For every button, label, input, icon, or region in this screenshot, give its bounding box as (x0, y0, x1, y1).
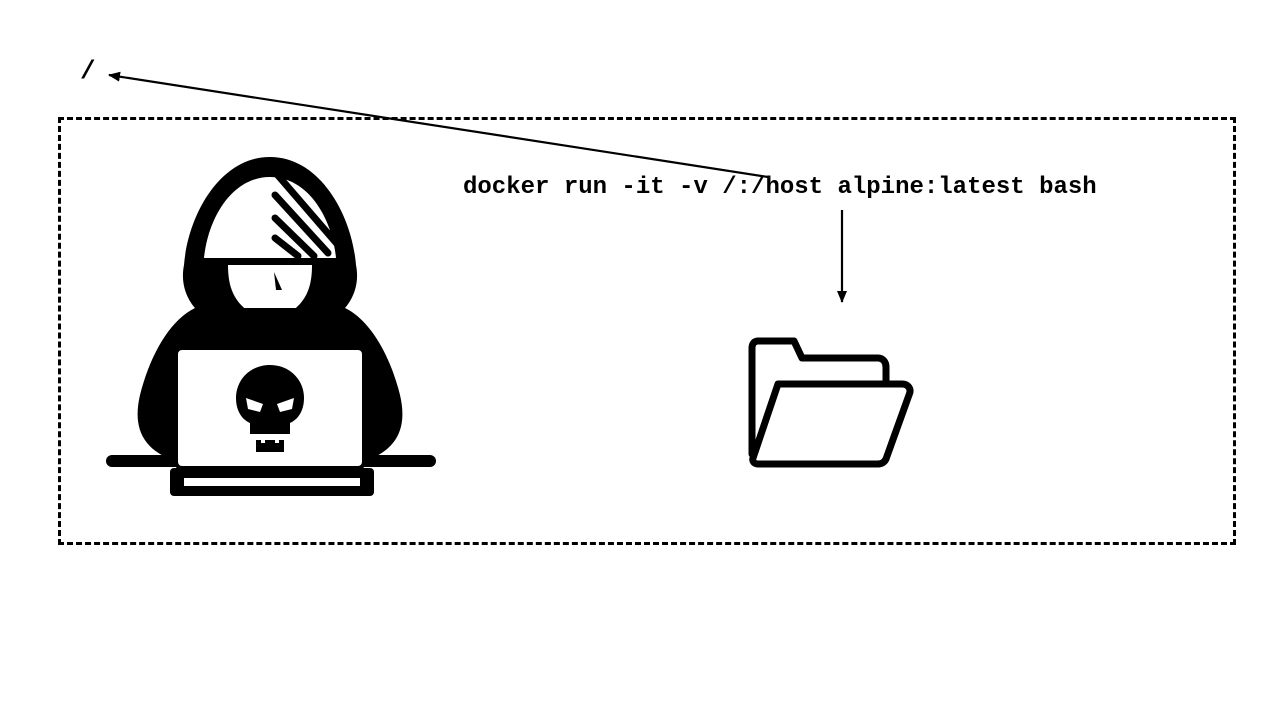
container-boundary (58, 117, 1236, 545)
docker-command: docker run -it -v /:/host alpine:latest … (463, 174, 1097, 201)
arrow-to-host-root (108, 71, 769, 179)
folder-icon (748, 337, 914, 468)
skull-icon (236, 365, 304, 452)
host-root-label: / (80, 56, 96, 86)
hacker-icon (106, 157, 436, 496)
